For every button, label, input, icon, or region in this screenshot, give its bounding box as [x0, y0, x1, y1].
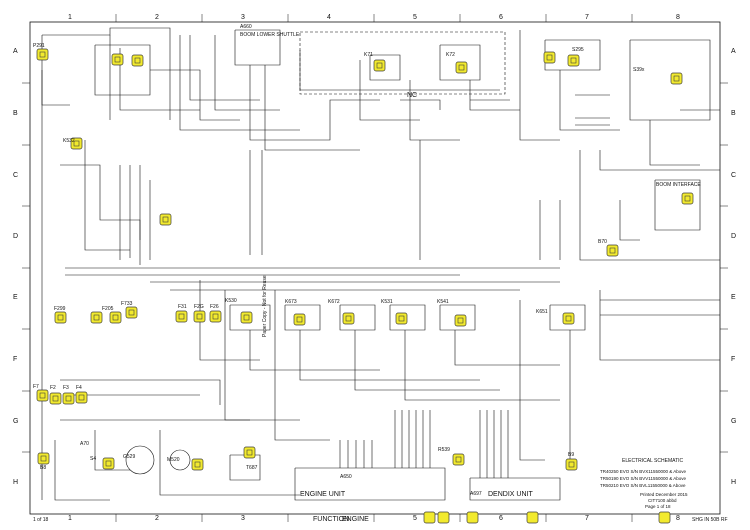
column-label-5: 5: [413, 14, 417, 21]
row-label-a-right: A: [731, 48, 736, 55]
component-markers: [36, 48, 694, 524]
footer-left-code: 1 of 18: [33, 517, 49, 523]
component-label-k531: K531: [381, 299, 393, 305]
component-label-k673: K673: [285, 299, 297, 305]
column-label-7: 7: [585, 14, 589, 21]
column-label-2-bottom: 2: [155, 515, 159, 522]
component-label-f2: F2: [50, 385, 56, 391]
row-label-h-right: H: [731, 479, 737, 486]
column-label-4: 4: [327, 14, 331, 21]
row-label-d: D: [13, 233, 19, 240]
component-label-k651: K651: [536, 309, 548, 315]
component-label-k532: K532: [63, 138, 75, 144]
component-label-f31: F31: [178, 304, 187, 310]
component-label-g529: G529: [123, 454, 136, 460]
component-label-f733: F733: [121, 301, 133, 307]
row-label-a: A: [13, 48, 18, 55]
row-label-c-right: C: [731, 172, 737, 179]
boom-interface-label: BOOM INTERFACE: [656, 182, 701, 188]
column-label-8-bottom: 8: [676, 515, 680, 522]
dashed-enclosure: [299, 31, 506, 95]
component-label-s39x: S39x: [633, 67, 645, 73]
title-block-page: Page 1 of 18: [645, 504, 671, 509]
row-label-b: B: [13, 110, 18, 117]
component-label-k71: K71: [364, 52, 373, 58]
component-label-f4: F4: [76, 385, 82, 391]
title-block-model-3: TR50210 EVO S/N BVL11550000 & Above: [600, 483, 686, 488]
component-label-f299: F299: [54, 306, 66, 312]
component-label-k530: K530: [225, 298, 237, 304]
row-label-f-right: F: [731, 356, 736, 363]
component-label-s4: S4: [90, 456, 97, 462]
component-label-b70: B70: [598, 239, 607, 245]
column-label-6: 6: [499, 14, 503, 21]
footer-right-code: SHG IN 50B RF: [692, 517, 728, 523]
component-label-s295: S295: [572, 47, 584, 53]
column-label-3-bottom: 3: [241, 515, 245, 522]
title-block-model-1: TR40250 EVO S/N BVX11550000 & Above: [600, 469, 686, 474]
footer-function-label: FUNCTION: [313, 516, 350, 523]
component-label-f26: F26: [210, 304, 219, 310]
component-label-f3: F3: [63, 385, 69, 391]
footer-engine-label: ENGINE: [342, 516, 369, 523]
component-label-r539: R539: [438, 447, 450, 453]
row-label-b-right: B: [731, 110, 736, 117]
row-label-d-right: D: [731, 233, 737, 240]
component-label-b9: B9: [568, 452, 575, 458]
watermark-vertical-text: Paper Copy - Not for Reuse: [262, 275, 268, 337]
title-block-part: CIT7100 abbd: [648, 498, 677, 503]
title-block-printed: Printed December 2015: [640, 492, 688, 497]
component-label-b8: B8: [40, 465, 47, 471]
row-label-c: C: [13, 172, 19, 179]
title-block-model-2: TR50190 EVO S/N BVV11550000 & Above: [600, 476, 686, 481]
row-label-g-right: G: [731, 418, 737, 425]
component-label-a70: A70: [80, 441, 89, 447]
dendix-unit-code: A697: [470, 491, 482, 497]
component-label-k672: K672: [328, 299, 340, 305]
engine-unit-label: ENGINE UNIT: [300, 491, 346, 498]
row-label-e-right: E: [731, 294, 736, 301]
column-label-6-bottom: 6: [499, 515, 503, 522]
column-label-1: 1: [68, 14, 72, 21]
dendix-unit-label: DENDIX UNIT: [488, 491, 533, 498]
title-block-title: ELECTRICAL SCHEMATIC: [622, 458, 684, 464]
nc-label: NC: [407, 92, 418, 99]
grid-ticks: [22, 14, 728, 522]
column-label-5-bottom: 5: [413, 515, 417, 522]
boom-lower-code: A660: [240, 24, 252, 30]
column-label-3: 3: [241, 14, 245, 21]
component-label-k72: K72: [446, 52, 455, 58]
row-label-h: H: [13, 479, 19, 486]
wiring: [41, 27, 720, 501]
column-label-8: 8: [676, 14, 680, 21]
row-label-g: G: [13, 418, 19, 425]
component-label-t687: T687: [246, 465, 258, 471]
column-label-1-bottom: 1: [68, 515, 72, 522]
component-label-m520: M520: [167, 457, 180, 463]
component-label-p291: P291: [33, 43, 45, 49]
row-label-f: F: [13, 356, 18, 363]
column-label-7-bottom: 7: [585, 515, 589, 522]
column-label-2: 2: [155, 14, 159, 21]
component-label-f2g: F2G: [194, 304, 204, 310]
boom-lower-label: BOOM LOWER SHUTTLE: [240, 32, 300, 38]
component-label-k541: K541: [437, 299, 449, 305]
row-label-e: E: [13, 294, 18, 301]
component-label-f205: F205: [102, 306, 114, 312]
component-label-f7: F7: [33, 384, 39, 390]
engine-unit-code: A650: [340, 474, 352, 480]
